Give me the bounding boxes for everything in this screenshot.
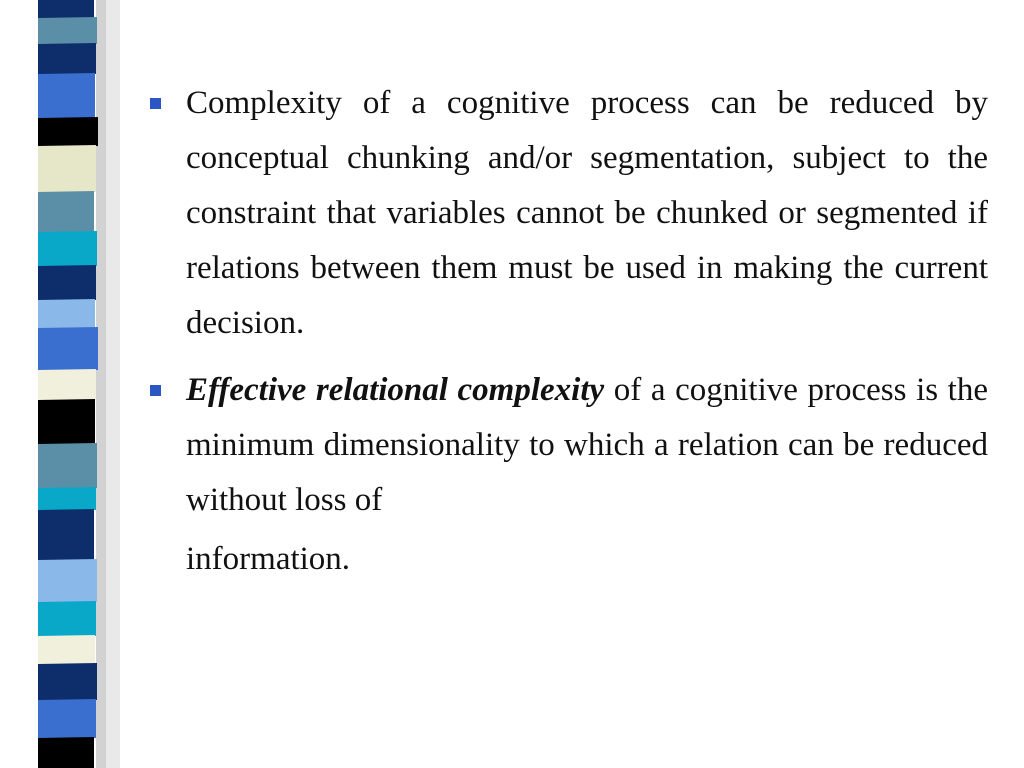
stripe-block (38, 559, 97, 603)
square-bullet-icon (150, 98, 161, 109)
bullet-item-1: Complexity of a cognitive process can be… (150, 76, 988, 351)
stripe-block (38, 369, 96, 401)
bullet-text: of a cognitive process is the minimum di… (186, 372, 988, 518)
emphasized-term: Effective relational complexity (186, 372, 605, 408)
square-bullet-icon (150, 385, 161, 396)
stripe-block (38, 601, 96, 637)
stripe-block (38, 399, 95, 445)
stripe-block (38, 0, 94, 19)
stripe-block (38, 117, 98, 147)
stripe-block (38, 327, 98, 371)
stripe-block (38, 73, 95, 119)
bullet-text: Complexity of a cognitive process can be… (186, 85, 988, 341)
stripe-block (38, 443, 97, 489)
stripe-block (38, 663, 97, 701)
stripe-block (38, 635, 95, 665)
stripe-block (38, 509, 94, 561)
stripe-block (38, 191, 94, 233)
stripe-block (38, 231, 97, 267)
stripe-block (38, 43, 96, 75)
stripe-block (38, 17, 97, 45)
bullet-list: Complexity of a cognitive process can be… (150, 76, 988, 587)
stripe-block (38, 299, 95, 329)
stripe-block (38, 487, 96, 511)
stripe-block (38, 737, 94, 768)
stripe-block (38, 265, 96, 301)
bullet-text-last-line: information. (186, 541, 351, 577)
stripe-block (38, 145, 96, 193)
bullet-item-2: Effective relational complexity of a cog… (150, 363, 988, 587)
decorative-stripe (38, 0, 120, 768)
stripe-block (38, 699, 96, 739)
